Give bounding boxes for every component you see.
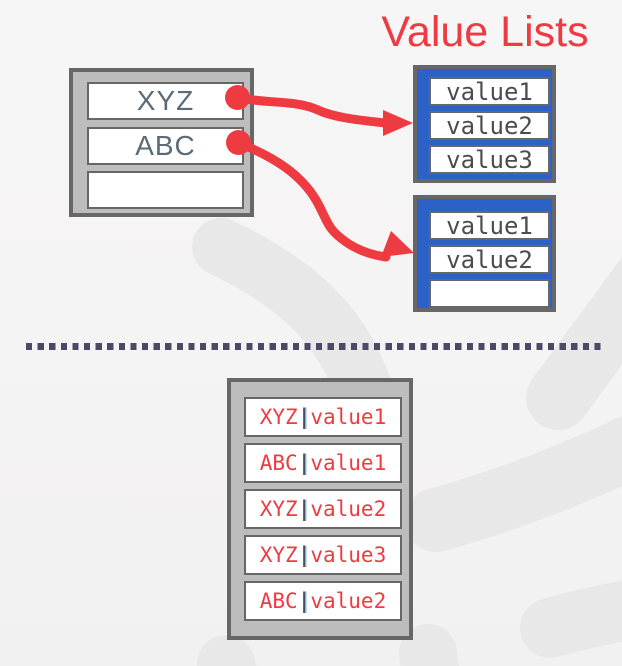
- pipe-separator: |: [297, 451, 311, 475]
- key-row-xyz: XYZ: [87, 82, 244, 120]
- pipe-separator: |: [297, 405, 311, 429]
- key-table-box: XYZ ABC: [69, 68, 254, 217]
- key-value-pair: ABC|value2: [259, 589, 387, 613]
- pipe-separator: |: [297, 543, 311, 567]
- pipe-separator: |: [297, 589, 311, 613]
- key-row-abc: ABC: [87, 127, 244, 165]
- combined-table-box: XYZ|value1 ABC|value1 XYZ|value2 XYZ|val…: [227, 378, 413, 640]
- combined-row: ABC|value2: [244, 581, 402, 621]
- value-label: value1: [446, 77, 533, 106]
- value-label: value2: [446, 245, 533, 274]
- value-row: [429, 279, 550, 308]
- diagram-title: Value Lists: [381, 8, 589, 56]
- combined-row: XYZ|value3: [244, 535, 402, 575]
- key-label: ABC: [135, 130, 196, 161]
- key-value-pair: XYZ|value1: [259, 405, 387, 429]
- key-value-pair: ABC|value1: [259, 451, 387, 475]
- combined-row: XYZ|value1: [244, 397, 402, 437]
- value-label: value3: [446, 145, 533, 174]
- combined-row: ABC|value1: [244, 443, 402, 483]
- key-value-pair: XYZ|value3: [259, 543, 387, 567]
- value-row: value2: [429, 245, 550, 274]
- value-row: value3: [429, 145, 550, 174]
- dotted-divider: [26, 343, 602, 350]
- value-row: value2: [429, 111, 550, 140]
- value-label: value1: [446, 211, 533, 240]
- value-list-1-box: value1 value2 value3: [413, 65, 556, 183]
- connector-dot-xyz: [225, 85, 250, 110]
- value-row: value1: [429, 211, 550, 240]
- value-list-2-box: value1 value2: [413, 195, 556, 312]
- key-value-pair: XYZ|value2: [259, 497, 387, 521]
- connector-dot-abc: [226, 130, 251, 155]
- value-row: value1: [429, 77, 550, 106]
- pipe-separator: |: [297, 497, 311, 521]
- value-label: value2: [446, 111, 533, 140]
- combined-row: XYZ|value2: [244, 489, 402, 529]
- key-row-empty: [87, 171, 244, 209]
- key-label: XYZ: [136, 85, 195, 116]
